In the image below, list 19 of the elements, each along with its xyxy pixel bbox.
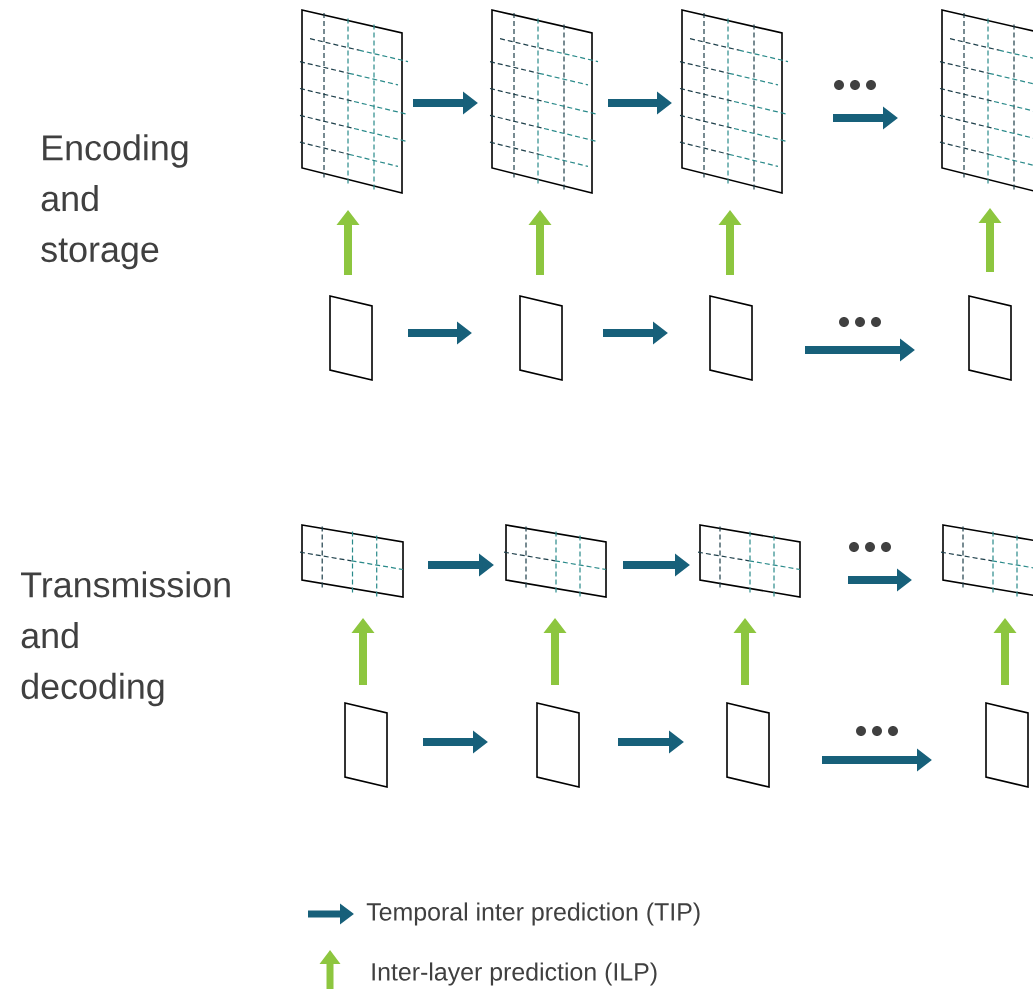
grid-frame xyxy=(503,524,607,598)
video-frame xyxy=(536,702,580,788)
grid-frame xyxy=(697,524,801,598)
video-frame xyxy=(519,295,563,381)
row-label: Transmission and decoding xyxy=(21,571,230,707)
grid-frame xyxy=(299,9,409,195)
grid-frame xyxy=(679,9,789,195)
row-label: Encoding and storage xyxy=(41,134,188,270)
video-frame xyxy=(968,295,1012,381)
grid-frame xyxy=(299,524,404,598)
grid-frame xyxy=(940,524,1033,598)
legend-text: Temporal inter prediction (TIP) xyxy=(366,902,700,926)
video-frame xyxy=(726,702,770,788)
video-frame xyxy=(709,295,753,381)
video-frame xyxy=(344,702,388,788)
legend-text: Inter-layer prediction (ILP) xyxy=(372,962,657,986)
video-frame xyxy=(985,702,1029,788)
video-frame xyxy=(329,295,373,381)
grid-frame xyxy=(489,9,599,195)
